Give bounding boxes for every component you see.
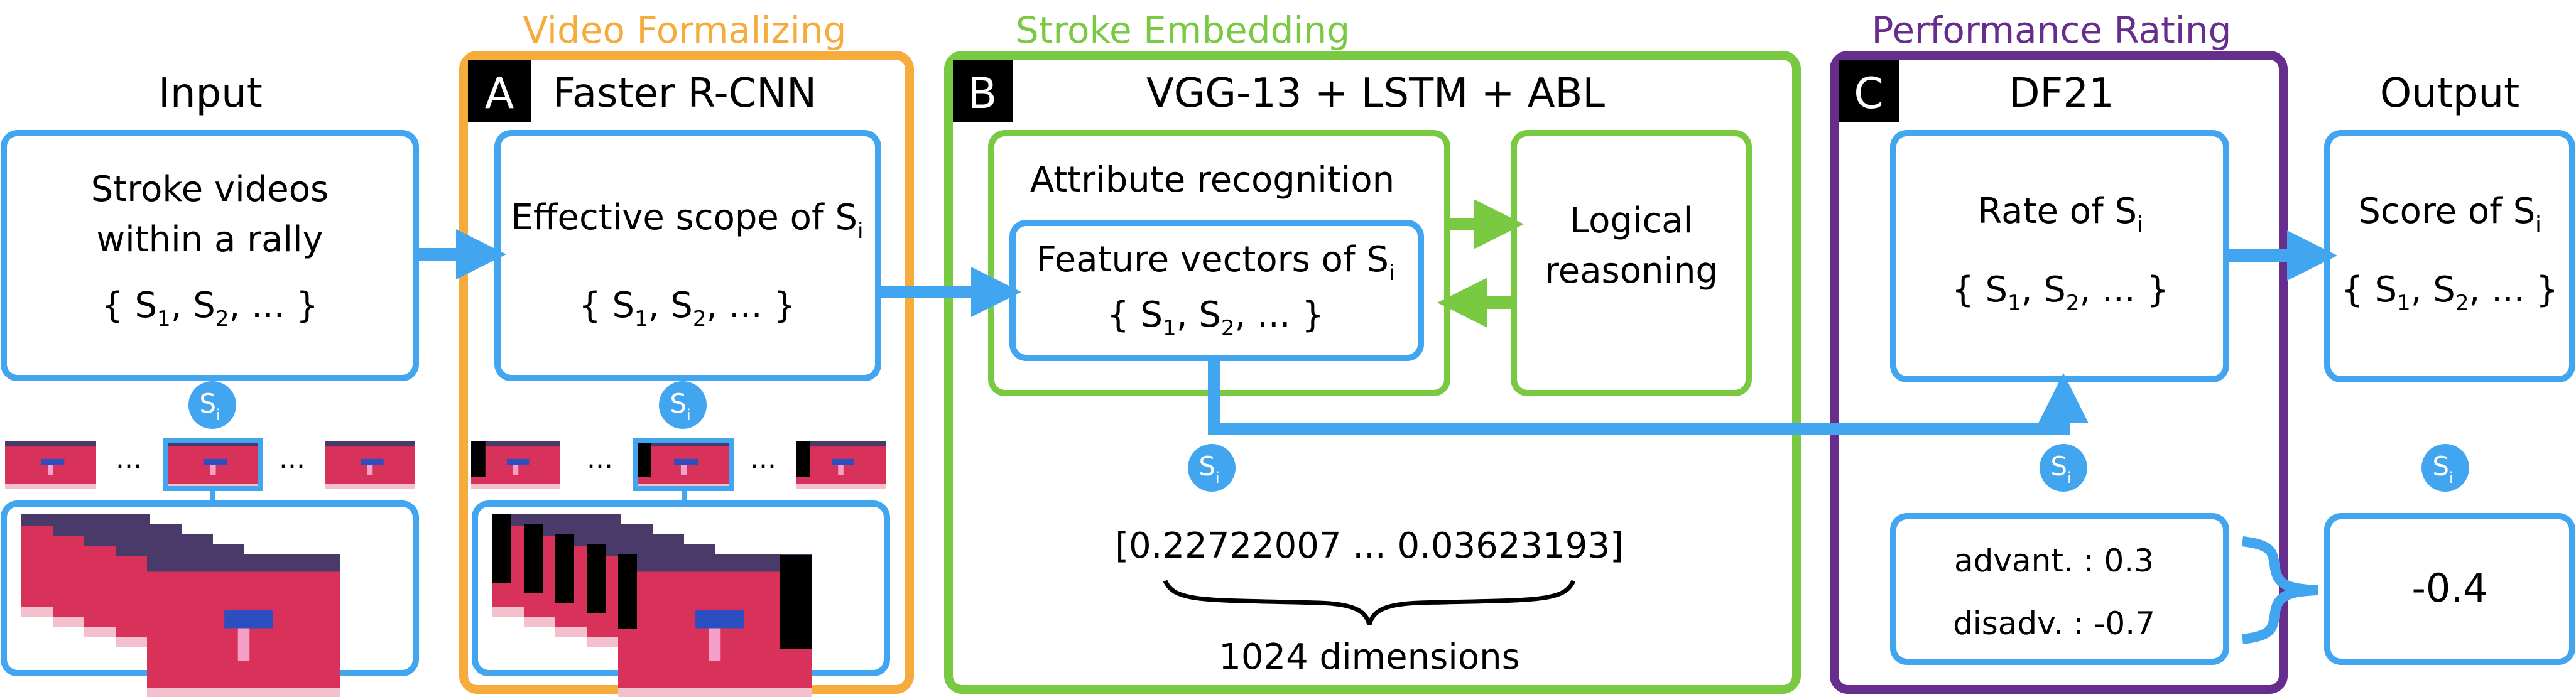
disadvantage-rating: disadv. : -0.7 [1953, 605, 2155, 642]
logical-reasoning-line1: Logical [1570, 200, 1693, 241]
si-label: Si [1198, 451, 1219, 487]
label-c-badge [1839, 60, 1899, 122]
score-label: Score of Si [2358, 191, 2541, 237]
combine-brace [2241, 536, 2318, 644]
score-value-box [2324, 513, 2575, 665]
si-badge-effective: Si [659, 381, 707, 429]
effective-scope-label: Effective scope of Si [511, 197, 864, 244]
ellipsis: ... [587, 443, 613, 475]
stroke-set-text: { S1, S2, ... } [2341, 269, 2558, 316]
si-label: Si [670, 388, 690, 424]
dimension-count: 1024 dimensions [1219, 637, 1520, 678]
rate-stroke-set: { S1, S2, ... } [1952, 269, 2169, 316]
effective-stroke-set: { S1, S2, ... } [579, 285, 796, 332]
feature-vectors-label: Feature vectors of Si [1036, 239, 1395, 286]
df21-heading: DF21 [2009, 70, 2114, 117]
advantage-rating: advant. : 0.3 [1954, 543, 2154, 579]
si-badge-score: Si [2421, 444, 2469, 492]
si-badge-rate: Si [2040, 444, 2087, 492]
stroke-embedding-frame [944, 51, 1801, 694]
frame-stacks [21, 514, 812, 697]
rate-label: Rate of Si [1978, 191, 2143, 237]
label-a-badge [468, 60, 531, 122]
ellipsis: ... [116, 443, 142, 475]
si-label: Si [2432, 451, 2453, 487]
video-frame [618, 554, 812, 697]
effective-scope-box [494, 130, 881, 381]
si-badge-input: Si [188, 381, 236, 429]
logical-reasoning-box [1511, 130, 1752, 396]
label-b-badge [953, 60, 1013, 122]
si-label: Si [199, 388, 220, 424]
input-line2: within a rally [96, 219, 323, 260]
score-box [2324, 130, 2575, 382]
score-stroke-set: { S1, S2, ... } [2341, 269, 2558, 316]
stroke-set-text: { S1, S2, ... } [579, 285, 796, 332]
phase-title-performance-rating: Performance Rating [1872, 9, 2232, 51]
feature-stroke-set: { S1, S2, ... } [1107, 294, 1324, 341]
stroke-set-text: { S1, S2, ... } [1952, 269, 2169, 316]
phase-title-stroke-embedding: Stroke Embedding [1016, 9, 1350, 51]
attribute-rating-box [1890, 513, 2229, 665]
video-frame [636, 441, 732, 489]
input-line1: Stroke videos [91, 169, 329, 210]
vgg-lstm-abl-heading: VGG-13 + LSTM + ABL [1146, 70, 1605, 117]
input-stroke-set: { S1, S2, ... } [101, 285, 318, 332]
si-circle [2421, 444, 2469, 492]
faster-rcnn-heading: Faster R-CNN [553, 70, 817, 117]
input-heading: Input [158, 70, 263, 117]
label-b-letter: B [968, 69, 997, 119]
si-circle [1188, 444, 1236, 492]
si-circle [2040, 444, 2087, 492]
ellipsis: ... [750, 443, 776, 475]
video-frame [147, 554, 340, 697]
logical-reasoning-line2: reasoning [1545, 251, 1718, 291]
ellipsis: ... [279, 443, 305, 475]
si-badge-feature: Si [1188, 444, 1236, 492]
score-value: -0.4 [2412, 565, 2488, 611]
feature-vector-values: [0.22722007 ... 0.03623193] [1115, 526, 1624, 566]
stroke-set-text: { S1, S2, ... } [1107, 294, 1324, 341]
output-heading: Output [2380, 70, 2519, 117]
arrow-feature-to-rate [1208, 358, 2089, 435]
phase-title-video-formalizing: Video Formalizing [523, 9, 847, 51]
rate-box [1890, 130, 2229, 382]
performance-rating-frame [1830, 51, 2288, 694]
video-thumbnails: ............ [5, 438, 886, 504]
attribute-recognition-label: Attribute recognition [1030, 159, 1394, 200]
video-frame [796, 441, 886, 489]
dimension-brace [1163, 580, 1576, 625]
label-a-letter: A [485, 69, 514, 119]
video-frame [325, 441, 415, 489]
video-frame [165, 441, 261, 489]
stroke-set-text: { S1, S2, ... } [101, 285, 318, 332]
si-label: Si [2050, 451, 2071, 487]
si-circle [659, 381, 707, 429]
video-frame [5, 441, 96, 489]
video-frame [471, 441, 560, 489]
label-c-letter: C [1854, 69, 1883, 119]
si-circle [188, 381, 236, 429]
